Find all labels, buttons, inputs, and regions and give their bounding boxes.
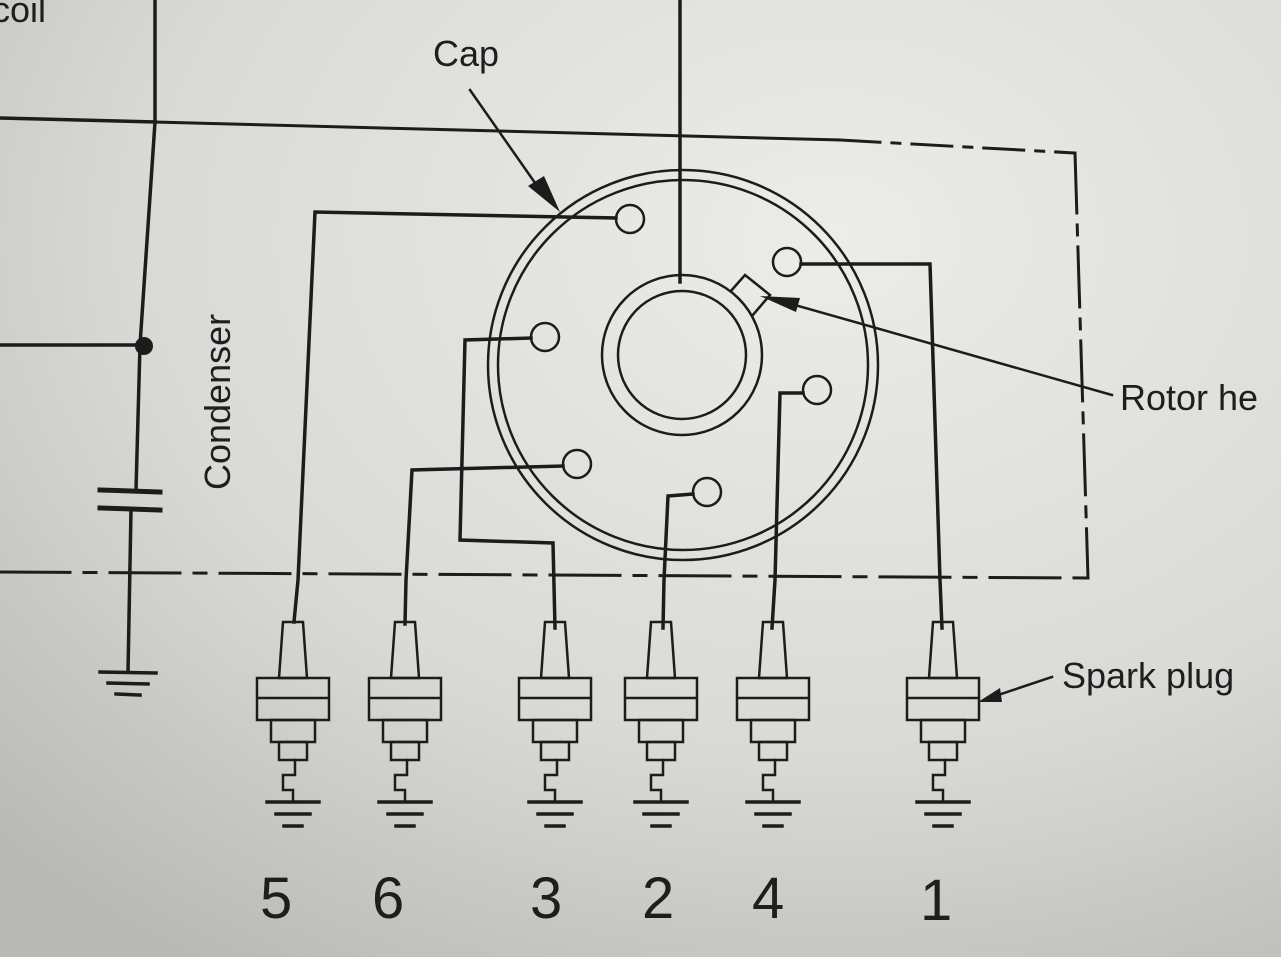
- cap-label: Cap: [433, 33, 499, 74]
- spark-plug-2: [623, 620, 699, 828]
- rotor-arm: [729, 273, 772, 317]
- spark-plug-3: [517, 620, 593, 828]
- condenser-ground-icon: [98, 670, 158, 697]
- terminal-6: [561, 448, 593, 480]
- terminal-4: [801, 374, 833, 406]
- spark-plug-row: [255, 620, 981, 828]
- spark-plug-leader-arrow: [978, 675, 1054, 702]
- spark-plug-5: [255, 620, 331, 828]
- ground-icon: [377, 800, 433, 828]
- cap-leader-arrow: [468, 88, 560, 212]
- ground-icon: [527, 800, 583, 828]
- junction-dot: [135, 337, 153, 355]
- terminal-1: [771, 246, 803, 278]
- plug-number-3: 3: [530, 866, 562, 931]
- rotor-head-label: Rotor he: [1120, 377, 1258, 418]
- plug-number-4: 4: [752, 866, 784, 931]
- plug-number-6: 6: [372, 866, 404, 931]
- ground-icon: [633, 800, 689, 828]
- plug-number-5: 5: [260, 866, 292, 931]
- spark-plug-1: [905, 620, 981, 828]
- ground-icon: [265, 800, 321, 828]
- condenser-plate-top: [97, 487, 163, 495]
- spark-plug-6: [367, 620, 443, 828]
- spark-plug-4: [735, 620, 811, 828]
- spark-plug-label: Spark plug: [1062, 655, 1234, 696]
- high-tension-wires: [292, 203, 944, 630]
- distributor-cap: [486, 168, 880, 562]
- ground-icon: [745, 800, 801, 828]
- plug-number-1: 1: [920, 868, 952, 933]
- plug-number-2: 2: [642, 866, 674, 931]
- terminal-2: [691, 476, 723, 508]
- rotor-inner-ring: [616, 289, 748, 421]
- rotor-outer-ring: [600, 273, 764, 437]
- coil-label: coil: [0, 0, 46, 30]
- rotor-leader-arrow: [760, 296, 1114, 397]
- condenser-label: Condenser: [197, 314, 238, 490]
- ground-icon: [915, 800, 971, 828]
- coil-condenser-circuit: [0, 0, 163, 697]
